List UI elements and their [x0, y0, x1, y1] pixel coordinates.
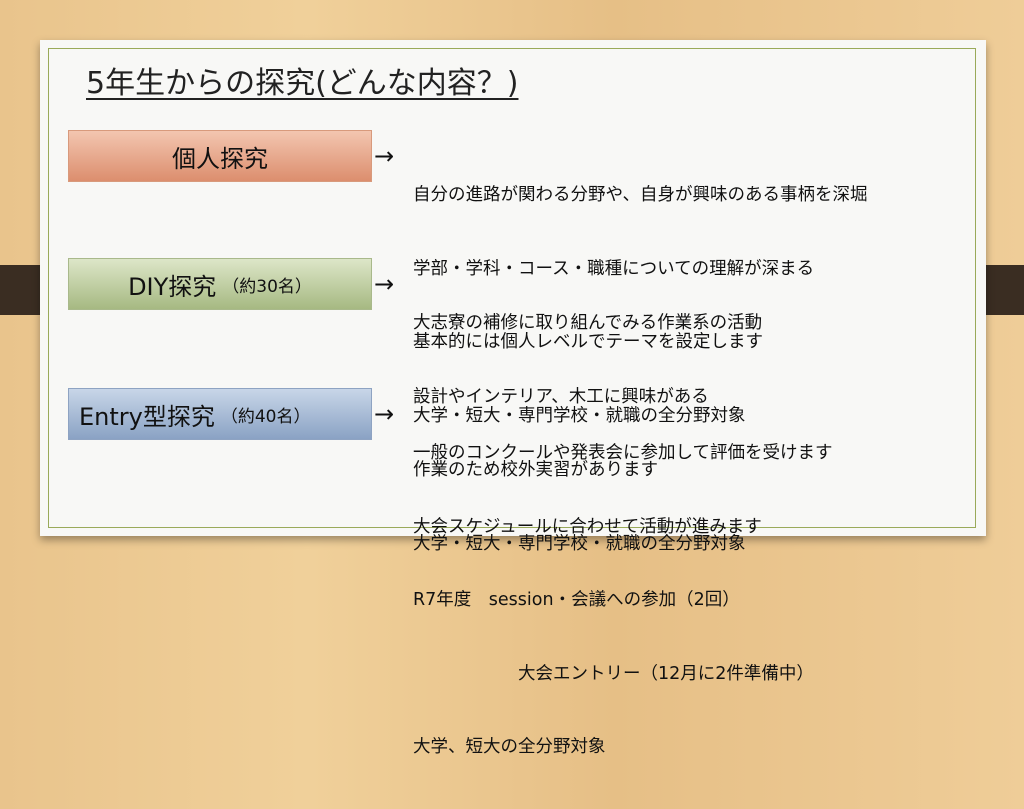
- slide-title: 5年生からの探究(どんな内容？): [86, 66, 519, 101]
- line: 大学・短大・専門学校・就職の全分野対象: [413, 533, 746, 554]
- section-box-individual: 個人探究: [68, 130, 372, 182]
- line: 作業のため校外実習があります: [413, 460, 658, 480]
- section-label: DIY探究: [128, 272, 217, 301]
- line: 自分の進路が関わる分野や、自身が興味のある事柄を深堀: [413, 185, 868, 205]
- section-description: 一般のコンクールや発表会に参加して評価を受けます 大会スケジュールに合わせて活動…: [413, 392, 832, 809]
- section-label: 個人探究: [172, 144, 268, 173]
- section-description: 大志寮の補修に取り組んでみる作業系の活動 設計やインテリア、木工に興味がある 作…: [413, 262, 762, 605]
- slide-frame: [48, 48, 976, 528]
- line: 大会スケジュールに合わせて活動が進みます: [413, 516, 762, 537]
- section-box-entry: Entry型探究（約40名）: [68, 388, 372, 440]
- line: R7年度 session・会議への参加（2回）: [413, 590, 740, 610]
- line: 大志寮の補修に取り組んでみる作業系の活動: [413, 313, 763, 333]
- line: 大会エントリー（12月に2件準備中）: [413, 663, 814, 684]
- line: 一般のコンクールや発表会に参加して評価を受けます: [413, 443, 833, 463]
- slide: 5年生からの探究(どんな内容？) 個人探究 → 自分の進路が関わる分野や、自身が…: [40, 40, 986, 757]
- line: 大学、短大の全分野対象: [413, 737, 606, 757]
- line: 基本的には個人レベルでテーマを設定します: [413, 332, 763, 352]
- section-count: （約30名）: [222, 276, 312, 297]
- arrow-icon: →: [374, 270, 395, 298]
- line: 学部・学科・コース・職種についての理解が深まる: [413, 258, 815, 279]
- section-box-diy: DIY探究（約30名）: [68, 258, 372, 310]
- section-description: 自分の進路が関わる分野や、自身が興味のある事柄を深堀 学部・学科・コース・職種に…: [413, 134, 867, 477]
- line: 大学・短大・専門学校・就職の全分野対象: [413, 405, 746, 426]
- section-label: Entry型探究: [79, 402, 215, 431]
- left-tab-decoration: [0, 265, 40, 315]
- arrow-icon: →: [374, 400, 395, 428]
- line: 設計やインテリア、木工に興味がある: [413, 386, 709, 407]
- section-count: （約40名）: [220, 406, 311, 427]
- arrow-icon: →: [374, 142, 395, 170]
